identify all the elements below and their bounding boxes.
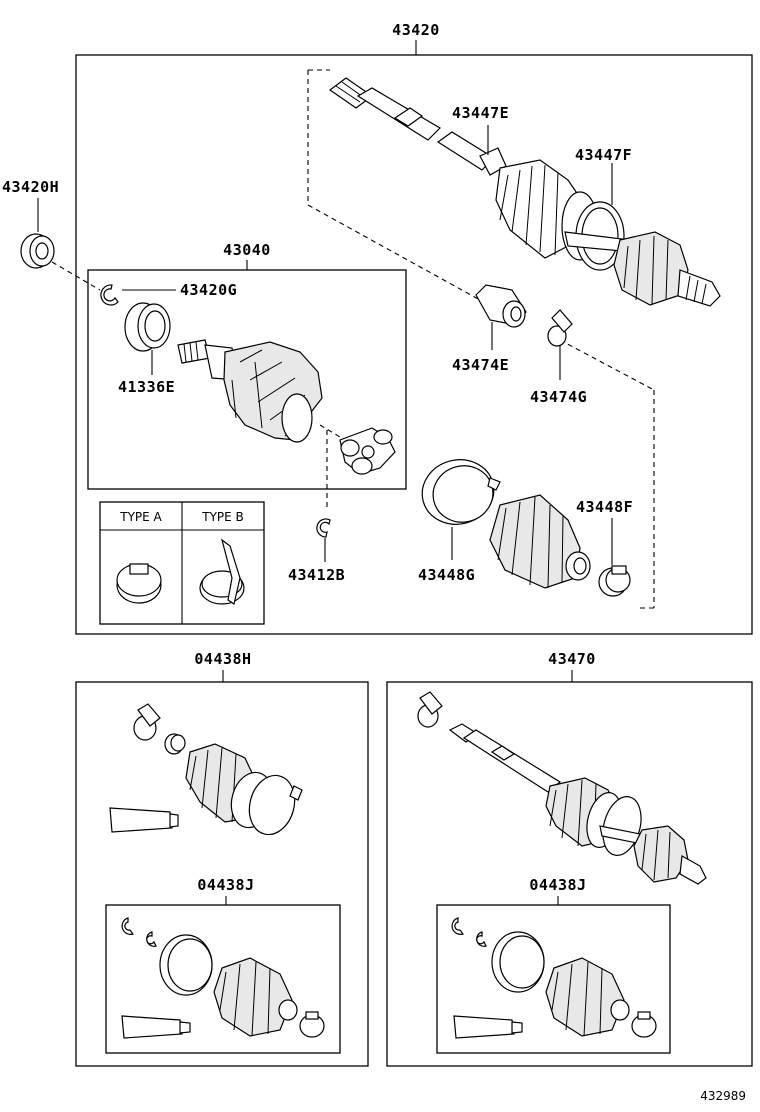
kit-j-left-parts <box>121 917 325 1039</box>
kit-43470-clamp-part <box>417 691 443 728</box>
damper-part <box>475 284 527 328</box>
label-43420G[interactable]: 43420G <box>180 281 237 299</box>
label-43447E[interactable]: 43447E <box>452 104 509 122</box>
type-table: TYPE A TYPE B <box>99 501 265 625</box>
label-43412B[interactable]: 43412B <box>288 566 345 584</box>
kit-h-boot-part <box>185 743 303 836</box>
outer-cv-joint-part <box>613 231 721 307</box>
outer-band-part <box>598 565 631 597</box>
kit-h-small-band-part <box>164 733 186 755</box>
drive-shaft-part <box>328 77 507 176</box>
kit-h-clamp-part <box>133 703 161 741</box>
clamp-43474G-part <box>547 309 573 347</box>
type-b-header: TYPE B <box>201 510 244 524</box>
inner-joint-frame <box>87 269 407 490</box>
hole-snap-ring-part <box>316 518 331 538</box>
outer-boot-bellows-part <box>489 494 591 589</box>
label-41336E[interactable]: 41336E <box>118 378 175 396</box>
inner-joint-housing-part <box>177 339 323 443</box>
diagram-code: 432989 <box>700 1089 746 1103</box>
kit-43470-shaft-part <box>448 723 707 885</box>
label-43040[interactable]: 43040 <box>223 241 271 259</box>
kit-h-grease-tube-part <box>109 807 179 833</box>
type-a-header: TYPE A <box>119 510 162 524</box>
boot-kit-j-right-frame <box>436 904 671 1054</box>
label-43474E[interactable]: 43474E <box>452 356 509 374</box>
boot-kit-j-left-frame <box>105 904 341 1054</box>
label-04438H[interactable]: 04438H <box>194 650 251 668</box>
label-43448F[interactable]: 43448F <box>576 498 633 516</box>
kit-j-right-parts <box>451 917 657 1039</box>
label-43420[interactable]: 43420 <box>392 21 440 39</box>
outer-boot-part <box>495 159 633 271</box>
seal-41336E-part <box>124 302 171 352</box>
label-43474G[interactable]: 43474G <box>530 388 587 406</box>
outer-boot-ring-part <box>421 459 501 525</box>
label-43420H[interactable]: 43420H <box>2 178 59 196</box>
label-04438J-right[interactable]: 04438J <box>529 876 586 894</box>
label-43447F[interactable]: 43447F <box>575 146 632 164</box>
boot-kit-h-frame <box>75 681 369 1067</box>
label-43470[interactable]: 43470 <box>548 650 596 668</box>
label-04438J-left[interactable]: 04438J <box>197 876 254 894</box>
outer-shaft-frame <box>386 681 753 1067</box>
main-assembly-frame <box>75 54 753 635</box>
tripod-joint-part <box>339 427 396 475</box>
label-43448G[interactable]: 43448G <box>418 566 475 584</box>
snap-ring-part <box>100 284 119 306</box>
oil-seal-part <box>20 233 55 269</box>
